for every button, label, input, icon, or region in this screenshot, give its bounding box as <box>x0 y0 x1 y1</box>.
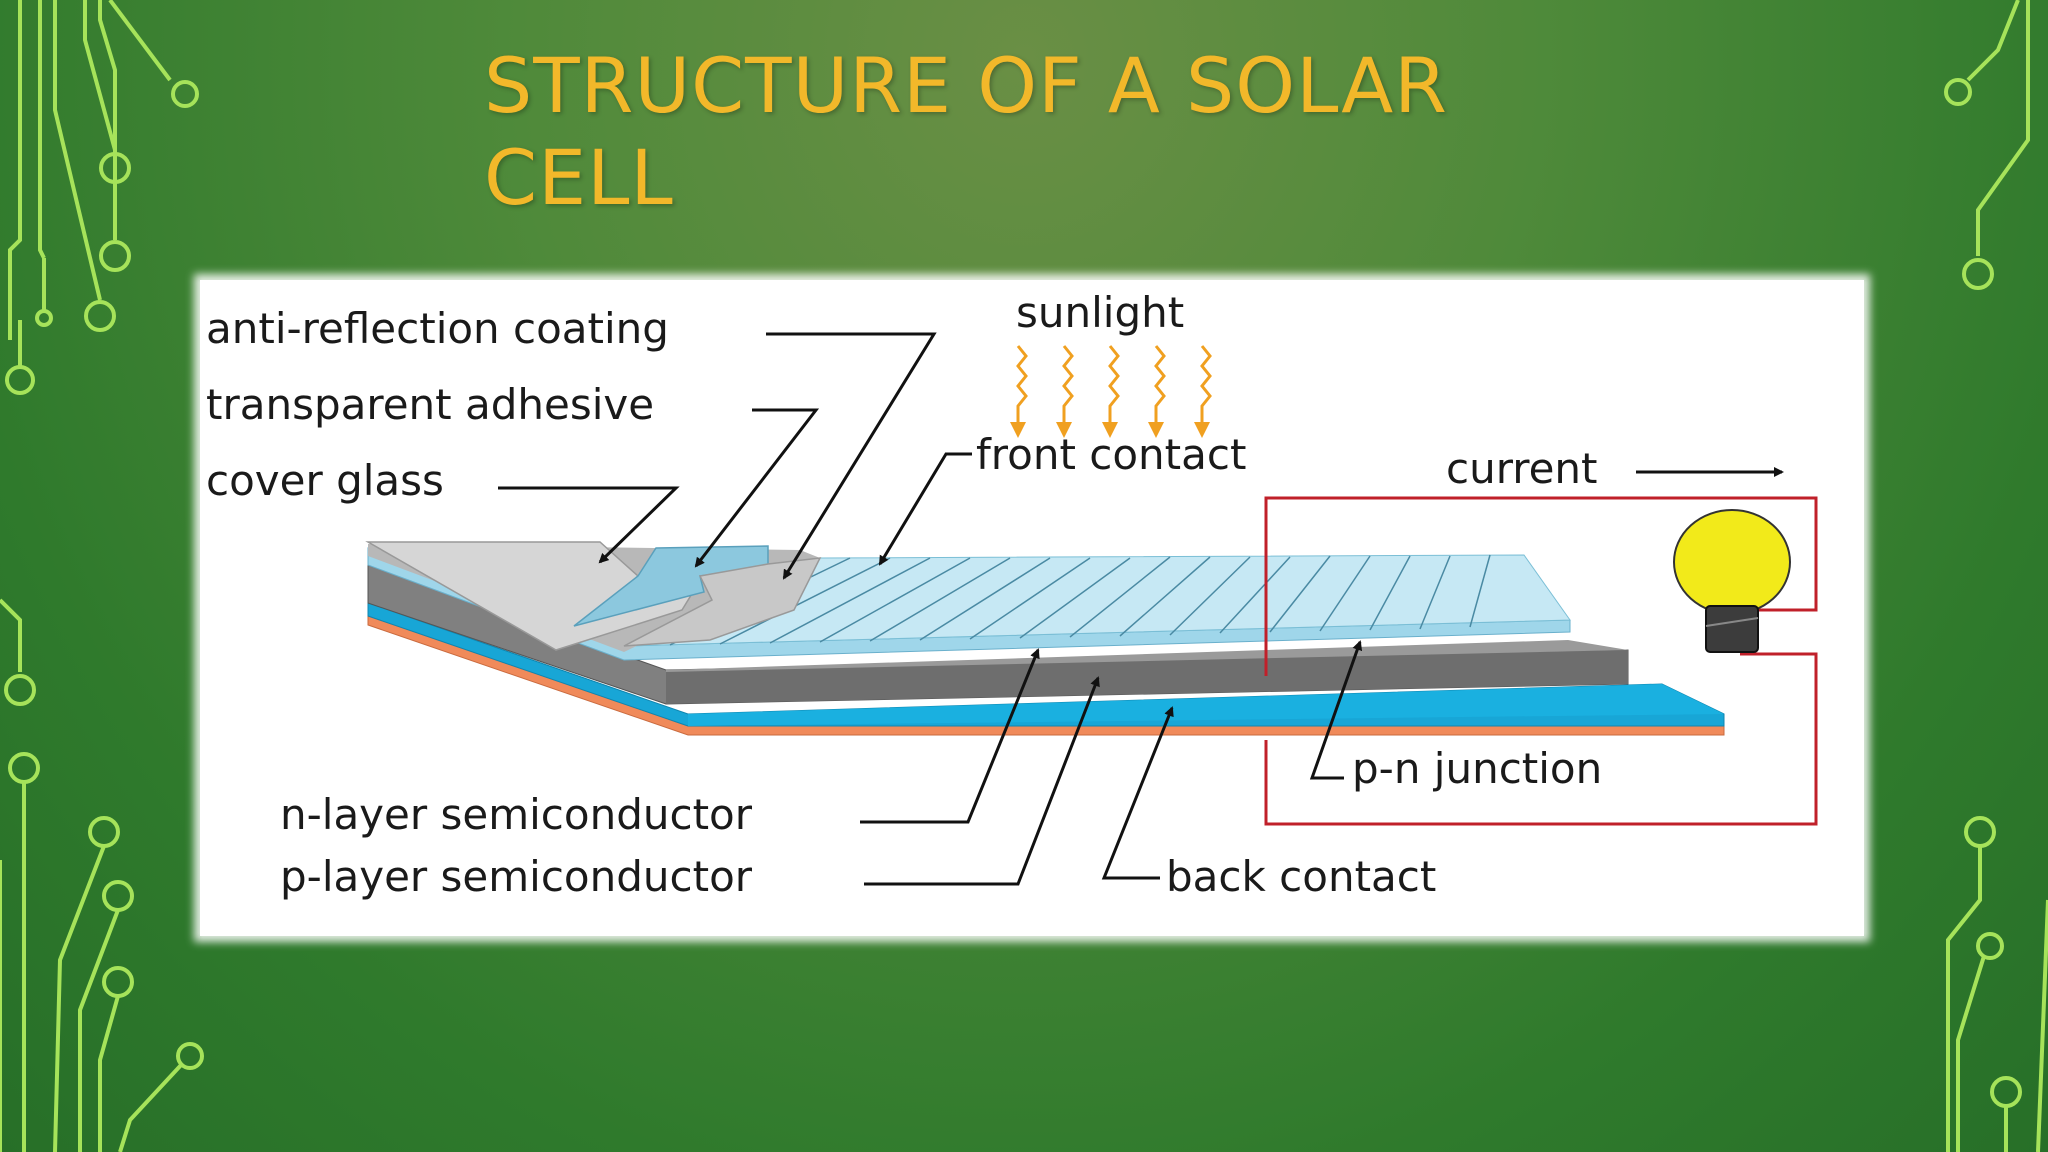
slide-title: STRUCTURE OF A SOLAR CELL <box>484 41 1448 222</box>
light-bulb <box>1673 509 1791 653</box>
label-transparent-adhesive: transparent adhesive <box>206 380 655 429</box>
sunlight-arrows <box>1016 345 1212 428</box>
cell-p-layer <box>367 602 1725 727</box>
circuit-decoration-right <box>1944 0 2048 1152</box>
label-pn-junction: p-n junction <box>1352 744 1603 793</box>
label-back-contact: back contact <box>1166 852 1437 901</box>
leader-lines <box>498 332 1784 886</box>
label-current: current <box>1446 444 1598 493</box>
solar-cell-illustration <box>365 332 1818 886</box>
cell-n-layer <box>367 564 1629 705</box>
label-anti-reflection-coating: anti-reflection coating <box>206 304 669 353</box>
external-circuit-wire <box>1264 496 1818 826</box>
label-p-layer-semiconductor: p-layer semiconductor <box>280 852 753 901</box>
solar-cell-diagram: anti-reflection coating transparent adhe… <box>200 280 1864 936</box>
label-cover-glass: cover glass <box>206 456 444 505</box>
label-n-layer-semiconductor: n-layer semiconductor <box>280 790 753 839</box>
label-front-contact: front contact <box>976 430 1247 479</box>
label-sunlight: sunlight <box>1016 288 1185 337</box>
circuit-decoration-left <box>0 0 204 1152</box>
cell-cover-glass <box>365 541 822 652</box>
